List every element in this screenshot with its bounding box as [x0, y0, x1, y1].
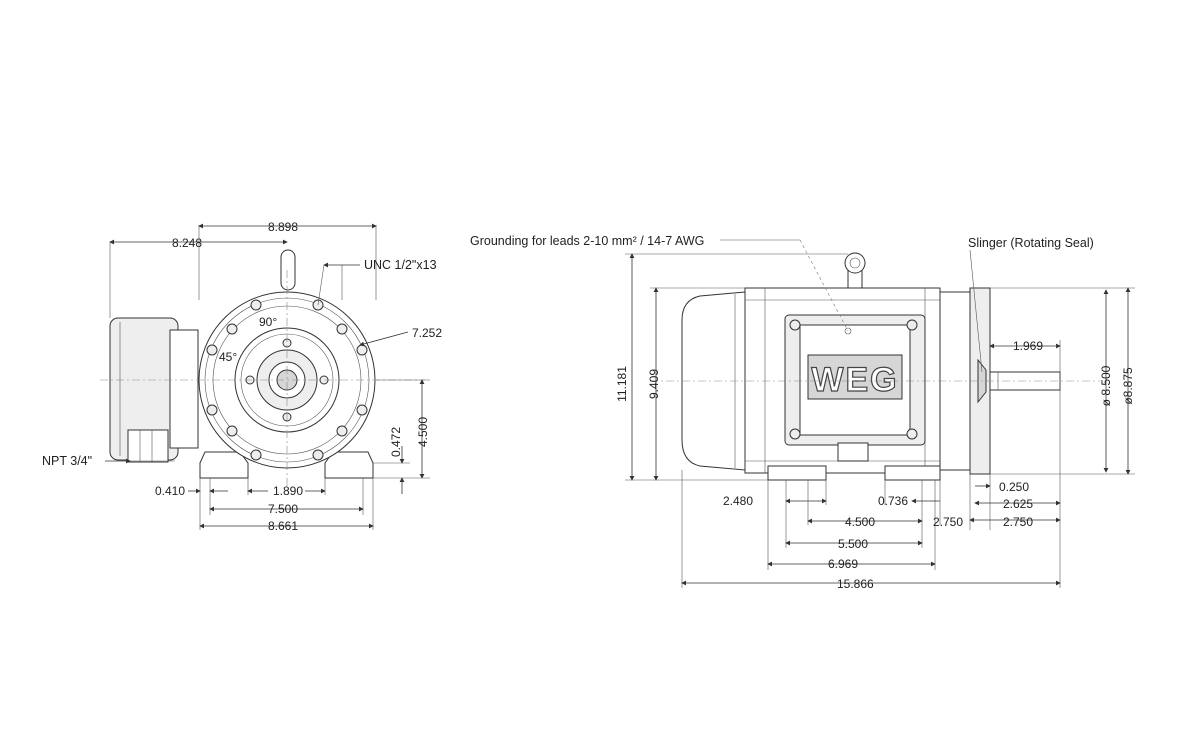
- angle-90-label: 90°: [259, 315, 277, 329]
- side-view: WEG: [470, 234, 1135, 591]
- dim-dia-8500: ø 8.500: [1099, 365, 1113, 406]
- dim-5500: 5.500: [838, 537, 868, 551]
- side-foot-right: [884, 465, 941, 481]
- dim-9409: 9.409: [647, 369, 661, 399]
- dim-1969: 1.969: [1013, 339, 1043, 353]
- angle-45-label: 45°: [219, 350, 237, 364]
- dim-7252: 7.252: [412, 326, 442, 340]
- dim-2750-left: 2.750: [933, 515, 963, 529]
- npt-conduit-label: NPT 3/4": [42, 454, 92, 468]
- grounding-symbol: [844, 327, 852, 335]
- lifting-eye: [280, 249, 296, 291]
- dim-11181: 11.181: [615, 366, 629, 402]
- left-foot: [199, 451, 249, 479]
- weg-logo: WEG: [811, 361, 898, 399]
- dim-8661: 8.661: [268, 519, 298, 533]
- dim-8898: 8.898: [268, 220, 298, 234]
- terminal-box-neck: [169, 329, 199, 449]
- dim-8248: 8.248: [172, 236, 202, 250]
- fan-cover: [681, 291, 746, 471]
- ground-lug: [837, 442, 869, 462]
- dim-0736: 0.736: [878, 494, 908, 508]
- grounding-note: Grounding for leads 2-10 mm² / 14-7 AWG: [470, 234, 704, 248]
- dim-dia-8875: ø8.875: [1121, 367, 1135, 405]
- dim-2625: 2.625: [1003, 497, 1033, 511]
- unc-thread-label: UNC 1/2"x13: [364, 258, 437, 272]
- dim-1890: 1.890: [273, 484, 303, 498]
- dim-0472: 0.472: [389, 427, 403, 457]
- side-foot-left: [767, 465, 827, 481]
- dim-0410: 0.410: [155, 484, 185, 498]
- dim-4500-height: 4.500: [416, 417, 430, 447]
- front-view: 8.248 8.898 UNC 1/2"x13 7.252 90° 45° NP…: [42, 220, 442, 533]
- dim-2750-right: 2.750: [1003, 515, 1033, 529]
- slinger-note: Slinger (Rotating Seal): [968, 236, 1094, 250]
- dim-2480: 2.480: [723, 494, 753, 508]
- dim-15866: 15.866: [837, 577, 874, 591]
- dim-7500: 7.500: [268, 502, 298, 516]
- eye-bolt-ring: [844, 252, 866, 274]
- dim-0250: 0.250: [999, 480, 1029, 494]
- dim-4500-length: 4.500: [845, 515, 875, 529]
- weg-logo-plate: [807, 354, 903, 400]
- dim-6969: 6.969: [828, 557, 858, 571]
- conduit-entry: [127, 429, 169, 463]
